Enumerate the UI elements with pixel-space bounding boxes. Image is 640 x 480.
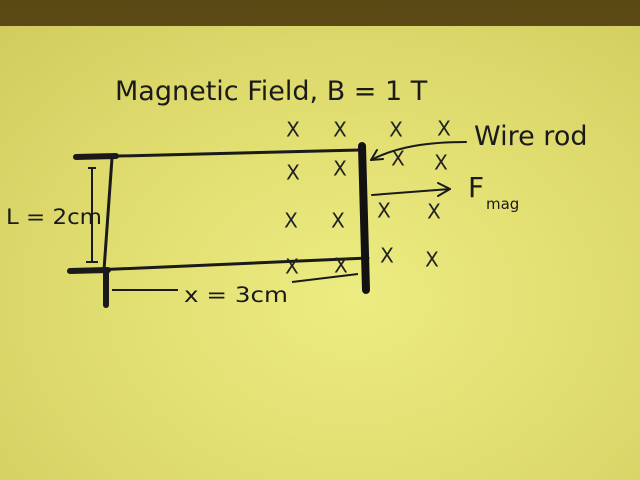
bottom-rail <box>70 256 370 273</box>
diagram-title: Magnetic Field, B = 1 T <box>115 76 428 107</box>
field-mark: X <box>331 209 345 233</box>
field-mark: X <box>333 118 347 142</box>
field-marks-outside: X X X X X X X X <box>377 117 451 272</box>
field-mark: X <box>427 200 441 224</box>
field-mark: X <box>286 161 300 185</box>
field-mark: X <box>284 209 298 233</box>
field-marks-inside: X X X X X X X X <box>284 118 348 279</box>
field-mark: X <box>425 248 439 272</box>
field-mark: X <box>389 118 403 142</box>
top-end-cap <box>73 153 119 160</box>
field-mark: X <box>333 157 347 181</box>
force-label: F <box>468 171 484 204</box>
length-dimension <box>86 167 98 263</box>
arrow-right-icon <box>371 182 451 197</box>
field-mark: X <box>380 244 394 268</box>
field-mark: X <box>437 117 451 141</box>
top-rail <box>78 148 362 159</box>
distance-label: x = 3cm <box>184 283 288 307</box>
field-mark: X <box>334 254 348 278</box>
wire-rod-label: Wire rod <box>474 121 587 152</box>
field-mark: X <box>434 151 448 175</box>
arrow-left-icon <box>370 141 467 161</box>
bottom-end-cap <box>67 267 111 274</box>
wire-rod <box>358 142 370 294</box>
field-mark: X <box>391 147 405 171</box>
field-mark: X <box>377 199 391 223</box>
distance-dimension-line-right <box>291 273 359 283</box>
field-mark: X <box>285 255 299 279</box>
force-subscript: mag <box>486 195 519 213</box>
field-mark: X <box>286 118 300 142</box>
length-label: L = 2cm <box>6 205 102 229</box>
left-bar <box>102 156 114 272</box>
rail-circuit <box>67 148 370 308</box>
